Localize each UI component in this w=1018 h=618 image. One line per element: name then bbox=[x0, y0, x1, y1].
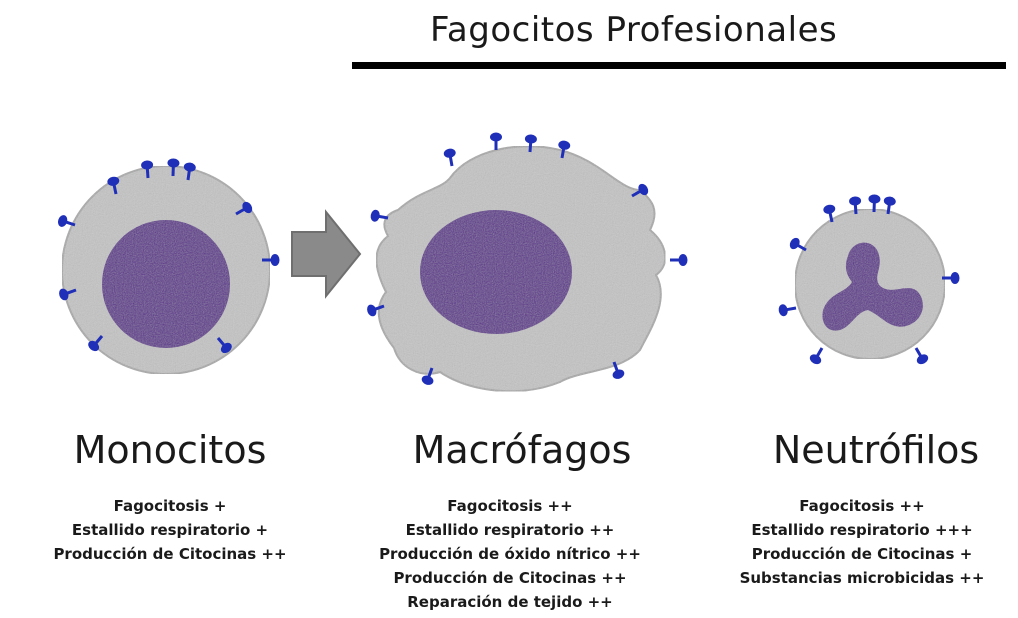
neutrofilos-label: Neutrófilos bbox=[716, 428, 1018, 472]
macrofagos-traits: Fagocitosis ++ Estallido respiratorio ++… bbox=[340, 494, 680, 614]
trait-item: Producción de Citocinas + bbox=[692, 542, 1018, 566]
differentiation-arrow bbox=[292, 212, 360, 296]
trait-item: Substancias microbicidas ++ bbox=[692, 566, 1018, 590]
trait-item: Estallido respiratorio +++ bbox=[692, 518, 1018, 542]
monocitos-label: Monocitos bbox=[10, 428, 330, 472]
macrophage-nucleus bbox=[420, 210, 572, 334]
trait-item: Producción de Citocinas ++ bbox=[340, 566, 680, 590]
macrophage-cell bbox=[366, 133, 688, 392]
trait-item: Estallido respiratorio + bbox=[0, 518, 340, 542]
trait-item: Producción de óxido nítrico ++ bbox=[340, 542, 680, 566]
neutrophil-cell bbox=[778, 194, 960, 366]
trait-item: Producción de Citocinas ++ bbox=[0, 542, 340, 566]
monocitos-traits: Fagocitosis + Estallido respiratorio + P… bbox=[0, 494, 340, 566]
neutrofilos-traits: Fagocitosis ++ Estallido respiratorio ++… bbox=[692, 494, 1018, 590]
trait-item: Reparación de tejido ++ bbox=[340, 590, 680, 614]
macrofagos-label: Macrófagos bbox=[362, 428, 682, 472]
monocyte-nucleus bbox=[102, 220, 230, 348]
trait-item: Fagocitosis + bbox=[0, 494, 340, 518]
trait-item: Fagocitosis ++ bbox=[340, 494, 680, 518]
trait-item: Estallido respiratorio ++ bbox=[340, 518, 680, 542]
monocyte-cell bbox=[57, 158, 280, 374]
trait-item: Fagocitosis ++ bbox=[692, 494, 1018, 518]
